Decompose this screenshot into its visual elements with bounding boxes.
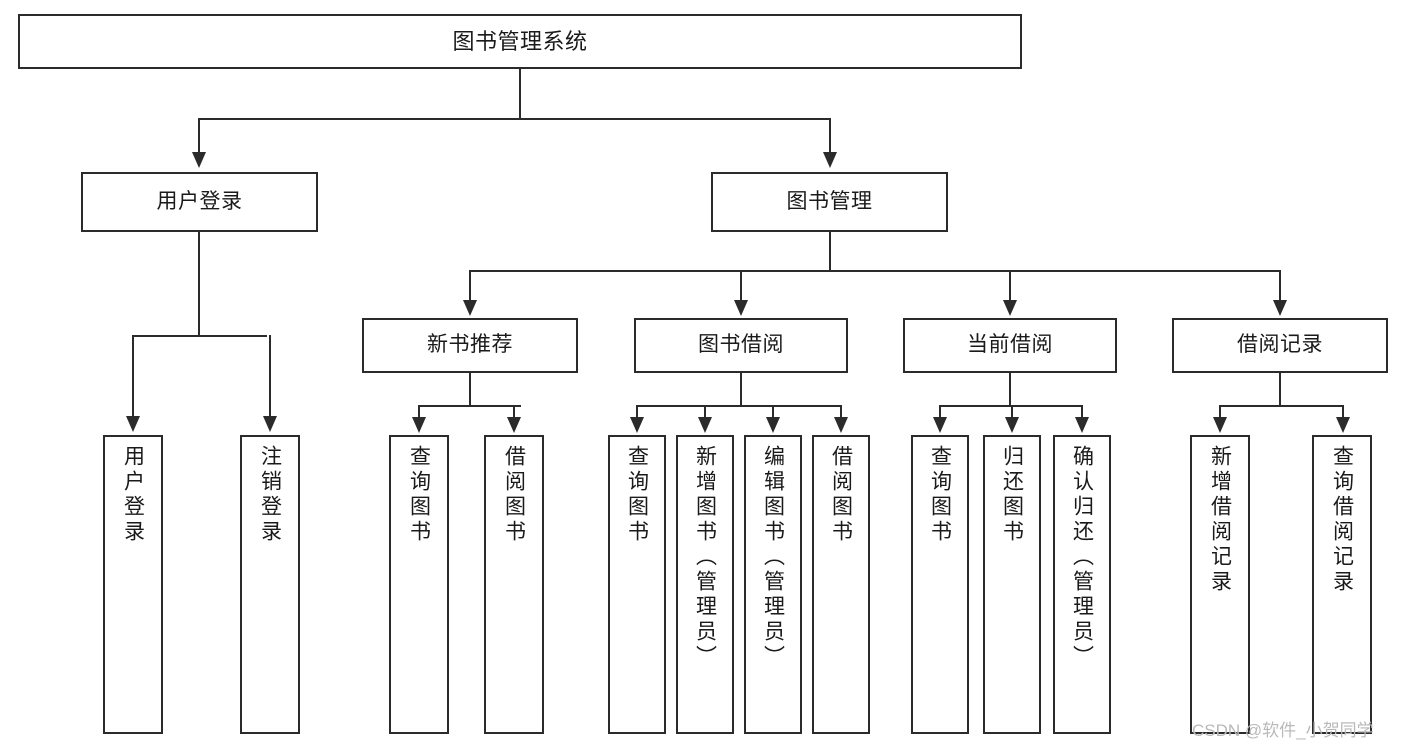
connector-drop-cb-query [939, 405, 941, 419]
connector-book-borrow-bus [636, 405, 841, 407]
node-label: 用户登录 [121, 445, 145, 545]
connector-current-borrow-trunk [1009, 373, 1011, 407]
node-label: 当前借阅 [967, 333, 1053, 357]
node-label: 注销登录 [258, 445, 282, 545]
arrowhead-br-query [1336, 417, 1350, 433]
connector-level2-bus [198, 118, 830, 120]
leaf-add-book-admin[interactable]: 新增图书（管理员） [676, 435, 734, 734]
node-label: 图书管理系统 [452, 28, 588, 54]
connector-drop-bb-edit [772, 405, 774, 419]
node-label: 借阅图书 [502, 445, 526, 545]
leaf-query-book-cb[interactable]: 查询图书 [911, 435, 969, 734]
arrowhead-book-manage [823, 152, 837, 168]
connector-drop-book-borrow [740, 270, 742, 302]
arrowhead-leaf-logout [263, 416, 277, 432]
leaf-edit-book-admin[interactable]: 编辑图书（管理员） [744, 435, 802, 734]
connector-drop-leaf-user-login [132, 335, 134, 418]
node-label: 归还图书 [1000, 445, 1024, 545]
arrowhead-bb-borrow [834, 417, 848, 433]
arrowhead-leaf-user-login [126, 416, 140, 432]
node-label: 用户登录 [156, 189, 243, 213]
leaf-confirm-return-admin[interactable]: 确认归还（管理员） [1053, 435, 1111, 734]
node-book-management[interactable]: 图书管理 [711, 172, 948, 232]
connector-user-login-trunk [198, 232, 200, 337]
node-label: 新增图书（管理员） [693, 445, 717, 670]
node-label: 借阅图书 [829, 445, 853, 545]
connector-drop-book-manage [829, 118, 831, 154]
connector-drop-leaf-logout [269, 335, 271, 418]
leaf-add-borrow-record[interactable]: 新增借阅记录 [1190, 435, 1250, 734]
leaf-return-book[interactable]: 归还图书 [983, 435, 1041, 734]
arrowhead-cb-confirm [1075, 417, 1089, 433]
connector-drop-user-login [198, 118, 200, 154]
node-book-borrow[interactable]: 图书借阅 [634, 318, 848, 373]
connector-book-manage-trunk [829, 232, 831, 272]
node-label: 图书管理 [786, 189, 873, 213]
leaf-borrow-book-nbr[interactable]: 借阅图书 [484, 435, 544, 734]
leaf-user-login[interactable]: 用户登录 [103, 435, 163, 734]
node-root-system[interactable]: 图书管理系统 [18, 14, 1022, 69]
connector-drop-cb-return [1011, 405, 1013, 419]
node-label: 确认归还（管理员） [1070, 445, 1094, 670]
connector-drop-br-query [1342, 405, 1344, 419]
connector-borrow-record-bus [1219, 405, 1343, 407]
leaf-query-book-nbr[interactable]: 查询图书 [389, 435, 449, 734]
csdn-watermark: CSDN @软件_小贺同学 [1192, 721, 1374, 740]
node-label: 图书借阅 [698, 333, 784, 357]
node-label: 编辑图书（管理员） [761, 445, 785, 670]
node-label: 查询图书 [407, 445, 431, 545]
arrowhead-current-borrow [1003, 300, 1017, 316]
connector-drop-current-borrow [1009, 270, 1011, 302]
node-label: 查询图书 [625, 445, 649, 545]
node-label: 查询借阅记录 [1330, 445, 1354, 595]
connector-book-borrow-trunk [740, 373, 742, 407]
connector-drop-cb-confirm [1081, 405, 1083, 419]
connector-drop-br-add [1219, 405, 1221, 419]
node-current-borrow[interactable]: 当前借阅 [903, 318, 1117, 373]
arrowhead-bb-add [698, 417, 712, 433]
node-label: 新书推荐 [427, 333, 513, 357]
arrowhead-br-add [1213, 417, 1227, 433]
arrowhead-bb-query [630, 417, 644, 433]
node-label: 借阅记录 [1237, 333, 1323, 357]
arrowhead-bb-edit [766, 417, 780, 433]
arrowhead-nbr-query [412, 417, 426, 433]
node-borrow-record[interactable]: 借阅记录 [1172, 318, 1388, 373]
node-label: 新增借阅记录 [1208, 445, 1232, 595]
connector-drop-borrow-record [1279, 270, 1281, 302]
connector-root-trunk [519, 69, 521, 120]
connector-new-book-rec-bus [418, 405, 521, 407]
connector-book-manage-bus [469, 270, 1280, 272]
leaf-query-book-bb[interactable]: 查询图书 [608, 435, 666, 734]
connector-drop-bb-query [636, 405, 638, 419]
arrowhead-new-book-rec [463, 300, 477, 316]
arrowhead-borrow-record [1273, 300, 1287, 316]
arrowhead-nbr-borrow [507, 417, 521, 433]
arrowhead-user-login [192, 152, 206, 168]
connector-drop-nbr-query [418, 405, 420, 419]
leaf-borrow-book-bb[interactable]: 借阅图书 [812, 435, 870, 734]
connector-drop-nbr-borrow [513, 405, 515, 419]
connector-drop-bb-add [704, 405, 706, 419]
connector-borrow-record-trunk [1279, 373, 1281, 407]
arrowhead-cb-return [1005, 417, 1019, 433]
node-user-login[interactable]: 用户登录 [81, 172, 318, 232]
leaf-logout[interactable]: 注销登录 [240, 435, 300, 734]
leaf-query-borrow-record[interactable]: 查询借阅记录 [1312, 435, 1372, 734]
arrowhead-cb-query [933, 417, 947, 433]
arrowhead-book-borrow [734, 300, 748, 316]
connector-drop-new-book-rec [469, 270, 471, 302]
node-label: 查询图书 [928, 445, 952, 545]
connector-user-login-bus [132, 335, 267, 337]
node-new-book-recommend[interactable]: 新书推荐 [362, 318, 578, 373]
connector-drop-bb-borrow [840, 405, 842, 419]
connector-new-book-rec-trunk [469, 373, 471, 407]
